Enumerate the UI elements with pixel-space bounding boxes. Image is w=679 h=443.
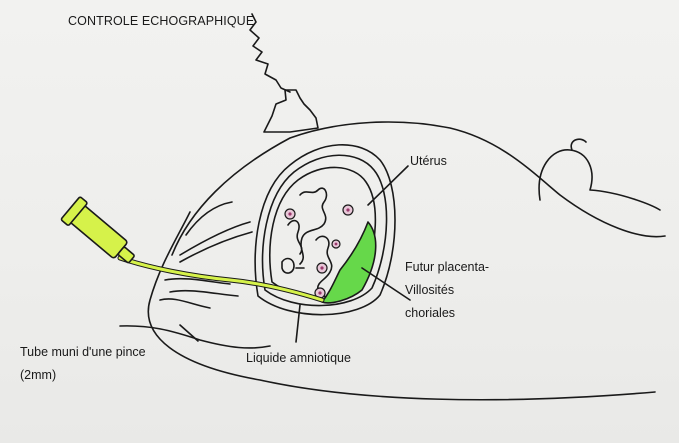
embryo-structure bbox=[300, 188, 326, 264]
label-amniotic: Liquide amniotique bbox=[246, 349, 351, 367]
probe-head bbox=[264, 90, 318, 132]
label-uterus: Utérus bbox=[410, 152, 447, 170]
tube-with-clamp bbox=[61, 197, 142, 271]
label-placenta-3: choriales bbox=[405, 304, 455, 322]
label-tube-2: (2mm) bbox=[20, 366, 56, 384]
embryo-fold-1 bbox=[288, 221, 302, 254]
diagram-title: CONTROLE ECHOGRAPHIQUE bbox=[68, 12, 254, 30]
fold-line-2 bbox=[170, 291, 238, 296]
leader-placenta bbox=[362, 268, 410, 300]
back-contour bbox=[148, 212, 655, 400]
probe-cable bbox=[250, 14, 290, 92]
label-tube-1: Tube muni d'une pince bbox=[20, 343, 146, 361]
nipple bbox=[571, 139, 586, 150]
leader-uterus bbox=[368, 166, 408, 205]
knee-line bbox=[160, 299, 210, 308]
fetal-pole bbox=[282, 259, 294, 274]
breast-outline bbox=[539, 150, 660, 210]
label-placenta-2: Villosités bbox=[405, 281, 454, 299]
leader-amniotic bbox=[296, 305, 300, 342]
label-placenta-1: Futur placenta- bbox=[405, 258, 489, 276]
leader-tube bbox=[180, 325, 198, 341]
